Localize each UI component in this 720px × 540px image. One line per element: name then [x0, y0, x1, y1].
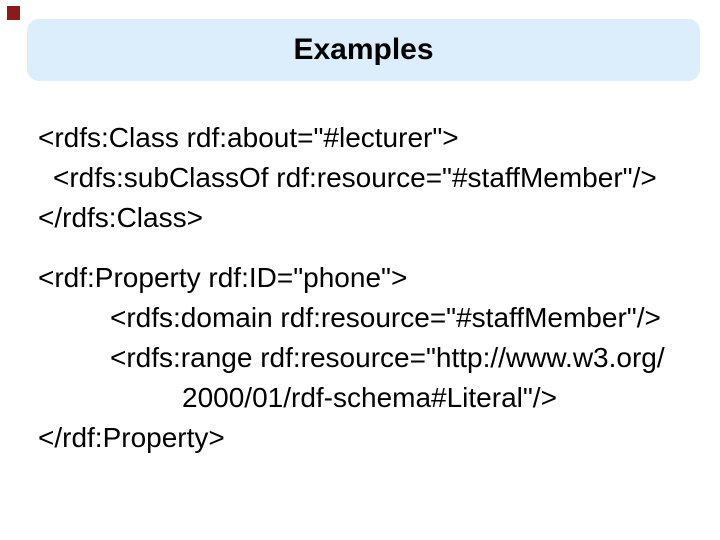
code-line: </rdf:Property>: [38, 422, 225, 453]
corner-accent-square: [7, 6, 20, 20]
code-line: </rdfs:Class>: [38, 202, 203, 233]
code-line: <rdfs:range rdf:resource="http://www.w3.…: [110, 342, 665, 373]
code-line: <rdfs:subClassOf rdf:resource="#staffMem…: [53, 162, 657, 193]
code-block-rdfs-class: <rdfs:Class rdf:about="#lecturer"> <rdfs:…: [38, 118, 704, 238]
code-block-rdf-property: <rdf:Property rdf:ID="phone"> <rdfs:domai…: [38, 258, 704, 458]
slide-title: Examples: [293, 33, 434, 66]
slide-title-bar: Examples: [27, 19, 700, 81]
code-line: <rdfs:Class rdf:about="#lecturer">: [38, 122, 459, 153]
code-line: <rdf:Property rdf:ID="phone">: [38, 262, 408, 293]
code-line: 2000/01/rdf-schema#Literal"/>: [182, 382, 557, 413]
slide-body: <rdfs:Class rdf:about="#lecturer"> <rdfs:…: [38, 118, 704, 458]
code-line: <rdfs:domain rdf:resource="#staffMember"…: [110, 302, 661, 333]
